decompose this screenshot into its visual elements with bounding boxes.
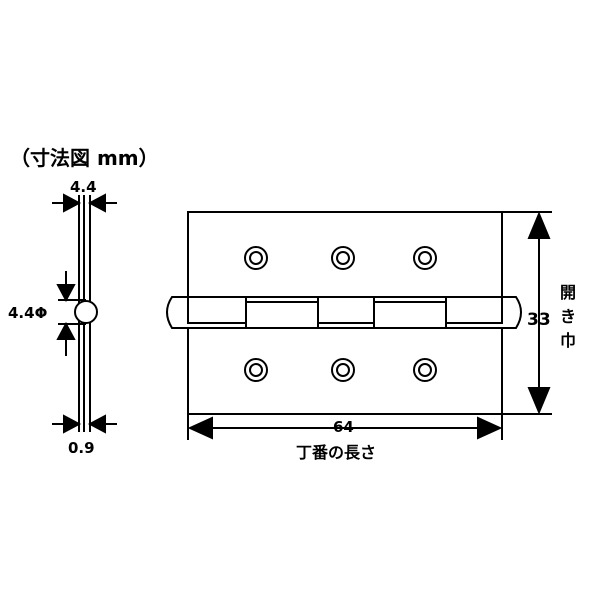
leaf-thickness-arrows	[52, 193, 117, 213]
knuckle-segment	[445, 296, 503, 324]
width-caption-line-1: 開	[560, 283, 576, 302]
screw-hole	[331, 246, 355, 270]
diagram-title: （寸法図 mm）	[10, 146, 159, 170]
side-view	[74, 195, 98, 432]
width-caption-line-3: 巾	[560, 331, 576, 350]
front-view	[166, 211, 552, 440]
width-caption-line-2: き	[560, 307, 576, 326]
pin-knuckle	[74, 300, 98, 324]
width-value: 33	[527, 310, 551, 330]
screw-hole	[244, 358, 268, 382]
pin-diameter-label: 4.4Φ	[8, 304, 47, 322]
pin-diameter-arrows	[56, 271, 86, 356]
screw-hole	[331, 358, 355, 382]
width-dimension-line	[527, 211, 551, 415]
length-caption: 丁番の長さ	[296, 443, 376, 462]
length-value: 64	[333, 418, 354, 436]
knuckle-segment	[187, 296, 247, 324]
screw-hole	[413, 358, 437, 382]
screw-hole	[413, 246, 437, 270]
screw-hole	[244, 246, 268, 270]
plate-thickness-label: 0.9	[68, 439, 95, 457]
plate-thickness-arrows	[52, 414, 117, 434]
knuckle-segment	[317, 296, 375, 324]
knuckle-segment	[245, 301, 319, 329]
leaf-thickness-label: 4.4	[70, 178, 97, 196]
knuckle-segment	[373, 301, 447, 329]
length-dimension-line	[187, 416, 503, 440]
